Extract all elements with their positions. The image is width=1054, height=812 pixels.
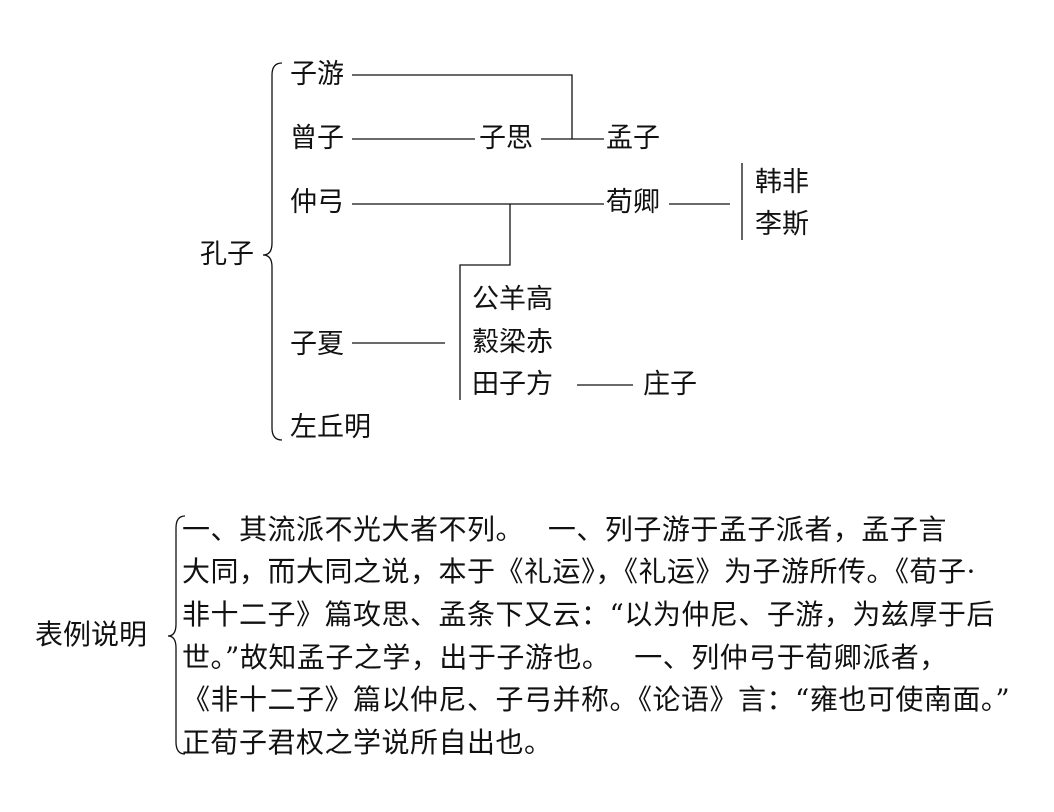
note-line-5: 《非十二子》篇以仲尼、子弓并称。《论语》言：“雍也可使南面。” [182, 683, 1011, 716]
node-guliangchi: 縠梁赤 [472, 327, 553, 358]
node-zixia: 子夏 [290, 329, 344, 360]
node-hanfei: 韩非 [755, 167, 809, 198]
node-xunqing: 荀卿 [606, 187, 660, 218]
node-tianzifang: 田子方 [472, 369, 553, 400]
note-line-6: 正荀子君权之学说所自出也。 [182, 726, 553, 759]
node-gongyanggao: 公羊高 [472, 284, 553, 315]
line-zixia-group [459, 204, 511, 400]
node-zisi: 子思 [479, 123, 533, 154]
node-zuoqiuming: 左丘明 [290, 412, 371, 443]
root-kongzi: 孔子 [200, 239, 254, 270]
node-ziyou: 子游 [290, 59, 344, 90]
notes-title: 表例说明 [35, 618, 148, 651]
node-zhuangzi: 庄子 [643, 369, 697, 400]
line-ziyou-mengzi [352, 74, 573, 139]
note-line-2: 大同，而大同之说，本于《礼运》，《礼运》为子游所传。《荀子· [182, 555, 976, 588]
note-line-4: 世。”故知孟子之学，出于子游也。 一、列仲弓于荀卿派者， [182, 641, 948, 674]
node-zhonggong: 仲弓 [290, 187, 344, 218]
node-zengzi: 曾子 [290, 123, 344, 154]
note-line-1: 一、其流派不光大者不列。 一、列子游于孟子派者，孟子言 [182, 513, 947, 546]
root-brace [262, 62, 283, 441]
notes-brace [167, 515, 186, 755]
node-lisi: 李斯 [755, 209, 809, 240]
note-line-3: 非十二子》篇攻思、孟条下又云：“以为仲尼、子游，为兹厚于后 [182, 598, 995, 631]
node-mengzi: 孟子 [606, 123, 660, 154]
